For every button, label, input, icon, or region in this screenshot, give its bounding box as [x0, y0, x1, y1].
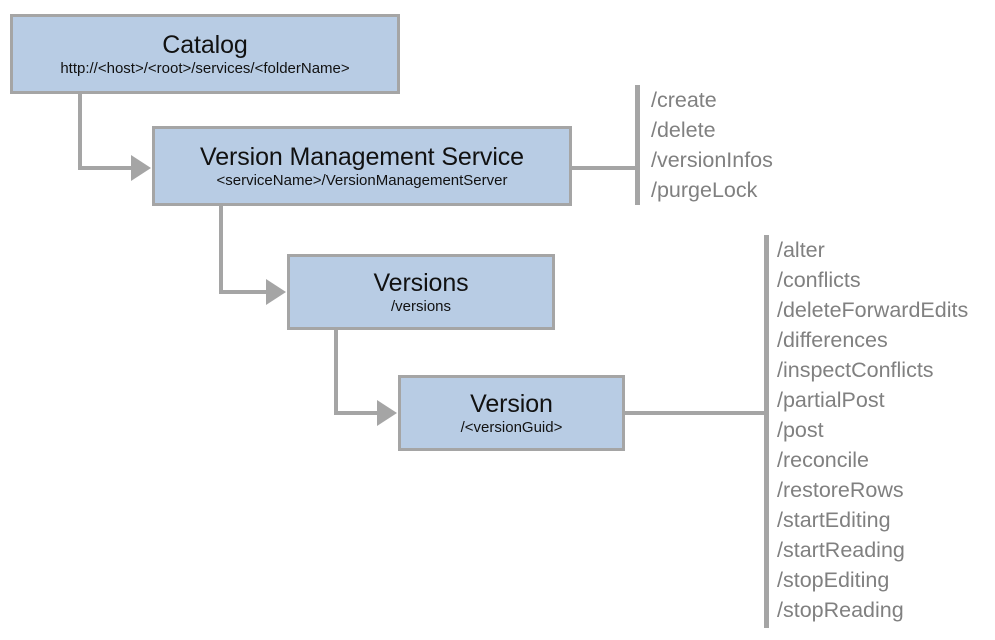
node-versions-subtitle: /versions — [390, 297, 452, 315]
endpoint-item-conflicts[interactable]: /conflicts — [777, 268, 861, 292]
connector-version-to-endpoints — [625, 411, 768, 415]
connector-catalog-horizontal — [78, 166, 133, 170]
endpoint-item-differences[interactable]: /differences — [777, 328, 888, 352]
connector-service-to-endpoints — [572, 166, 638, 170]
endpoint-item-stopediting[interactable]: /stopEditing — [777, 568, 890, 592]
node-catalog[interactable]: Catalog http://<host>/<root>/services/<f… — [10, 14, 400, 94]
endpoint-item-create[interactable]: /create — [651, 88, 717, 112]
endpoint-item-stopreading[interactable]: /stopReading — [777, 598, 904, 622]
endpoint-item-purgelock[interactable]: /purgeLock — [651, 178, 758, 202]
endpoint-list-version-operations: /alter /conflicts /deleteForwardEdits /d… — [777, 235, 968, 625]
endpoint-item-reconcile[interactable]: /reconcile — [777, 448, 870, 472]
endpoint-list-service-operations: /create /delete /versionInfos /purgeLock — [651, 85, 773, 205]
arrow-versions-to-version — [377, 400, 397, 426]
endpoint-item-delete[interactable]: /delete — [651, 118, 716, 142]
endpoint-item-startediting[interactable]: /startEditing — [777, 508, 891, 532]
endpoint-rail-version — [764, 235, 769, 628]
node-version-title: Version — [470, 389, 553, 418]
endpoint-item-partialpost[interactable]: /partialPost — [777, 388, 885, 412]
endpoint-item-alter[interactable]: /alter — [777, 238, 825, 262]
node-version-management-service-subtitle: <serviceName>/VersionManagementServer — [216, 171, 508, 189]
endpoint-item-versioninfos[interactable]: /versionInfos — [651, 148, 773, 172]
node-version[interactable]: Version /<versionGuid> — [398, 375, 625, 451]
node-catalog-title: Catalog — [162, 30, 248, 59]
connector-catalog-vertical — [78, 94, 82, 170]
node-version-subtitle: /<versionGuid> — [460, 418, 563, 436]
node-version-management-service-title: Version Management Service — [200, 142, 524, 171]
node-versions[interactable]: Versions /versions — [287, 254, 555, 330]
endpoint-item-inspectconflicts[interactable]: /inspectConflicts — [777, 358, 934, 382]
endpoint-rail-service — [635, 85, 640, 205]
connector-versions-vertical — [334, 330, 338, 415]
connector-service-vertical — [219, 206, 223, 294]
endpoint-item-post[interactable]: /post — [777, 418, 824, 442]
node-versions-title: Versions — [373, 268, 469, 297]
node-version-management-service[interactable]: Version Management Service <serviceName>… — [152, 126, 572, 206]
arrow-catalog-to-service — [131, 155, 151, 181]
connector-service-horizontal — [219, 290, 269, 294]
connector-versions-horizontal — [334, 411, 380, 415]
endpoint-item-deleteforwardedits[interactable]: /deleteForwardEdits — [777, 298, 969, 322]
arrow-service-to-versions — [266, 279, 286, 305]
endpoint-item-startreading[interactable]: /startReading — [777, 538, 905, 562]
endpoint-item-restorerows[interactable]: /restoreRows — [777, 478, 904, 502]
node-catalog-subtitle: http://<host>/<root>/services/<folderNam… — [60, 59, 350, 77]
